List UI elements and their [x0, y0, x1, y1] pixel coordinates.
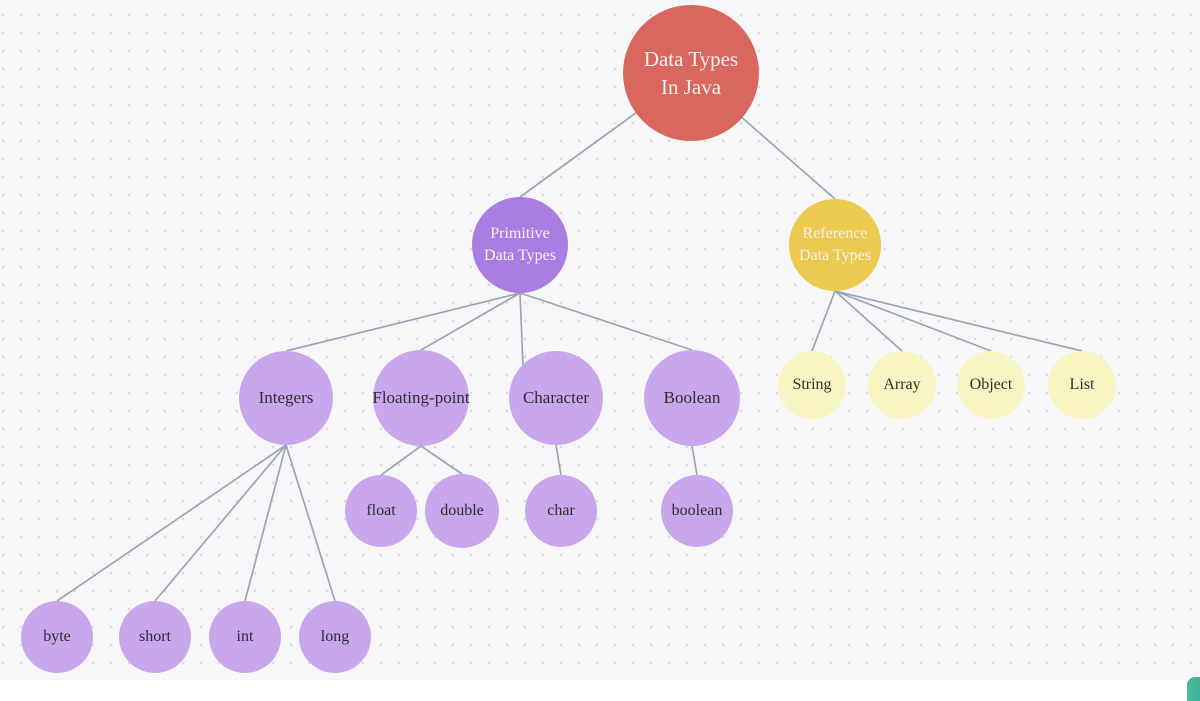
- node-long[interactable]: long: [299, 601, 371, 673]
- node-object[interactable]: Object: [957, 351, 1025, 419]
- node-byte[interactable]: byte: [21, 601, 93, 673]
- node-data-types-in-java[interactable]: Data Types In Java: [623, 5, 759, 141]
- node-char[interactable]: char: [525, 475, 597, 547]
- node-array[interactable]: Array: [868, 351, 936, 419]
- node-int[interactable]: int: [209, 601, 281, 673]
- edge-reference-object: [834, 290, 992, 352]
- edge-character-char: [555, 444, 562, 476]
- edge-primitive-character: [519, 292, 524, 367]
- node-float[interactable]: float: [345, 475, 417, 547]
- edge-layer: [56, 72, 1083, 602]
- edge-primitive-boolean: [519, 292, 693, 351]
- node-double[interactable]: double: [425, 474, 499, 548]
- node-list[interactable]: List: [1048, 351, 1116, 419]
- node-boolean-leaf[interactable]: boolean: [661, 475, 733, 547]
- edge-integers-byte: [56, 444, 287, 602]
- chat-widget-button[interactable]: [1187, 677, 1200, 701]
- node-reference-data-types[interactable]: Reference Data Types: [789, 199, 881, 291]
- edge-boolean-boolean-leaf: [691, 445, 698, 476]
- edge-reference-array: [834, 290, 903, 352]
- node-floating-point[interactable]: Floating-point: [372, 350, 470, 446]
- edge-primitive-integers: [285, 292, 521, 352]
- node-character[interactable]: Character: [509, 351, 603, 445]
- edge-floating-double: [420, 445, 463, 475]
- edge-integers-short: [154, 444, 287, 602]
- node-primitive-data-types[interactable]: Primitive Data Types: [472, 197, 568, 293]
- edge-reference-list: [834, 290, 1083, 352]
- edge-integers-int: [244, 444, 287, 602]
- edge-integers-long: [285, 444, 336, 602]
- node-boolean[interactable]: Boolean: [644, 350, 740, 446]
- edge-reference-string: [811, 290, 836, 352]
- node-short[interactable]: short: [119, 601, 191, 673]
- edge-primitive-floating: [420, 292, 521, 351]
- edge-floating-float: [380, 445, 422, 476]
- node-string[interactable]: String: [778, 351, 846, 419]
- node-integers[interactable]: Integers: [239, 351, 333, 445]
